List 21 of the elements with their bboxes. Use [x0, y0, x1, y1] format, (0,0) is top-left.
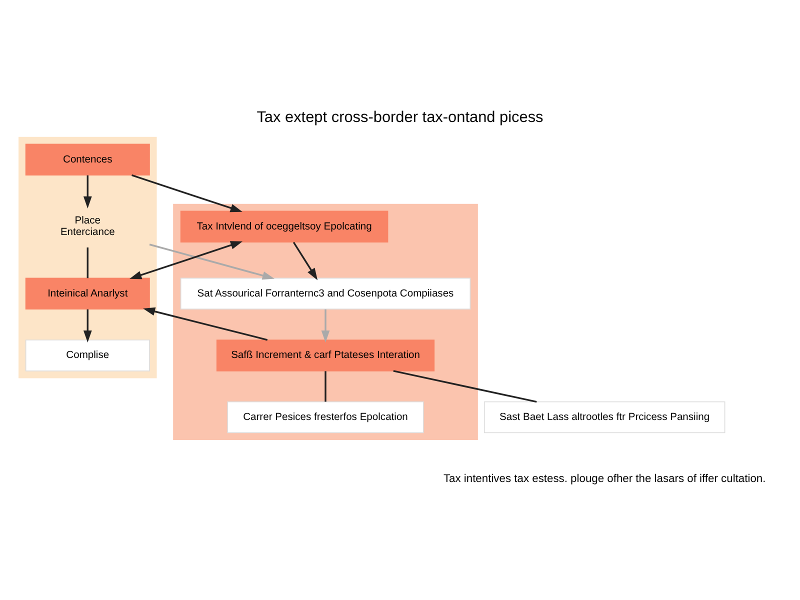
connector — [86, 246, 88, 278]
arrow — [130, 240, 243, 279]
node-box: Carrer Pesices fresterfos Epolcation — [227, 400, 424, 433]
diagram-title: Tax extept cross-border tax-ontand picess — [256, 108, 544, 126]
node-text: Place Enterciance — [60, 215, 115, 238]
arrow — [292, 241, 318, 280]
node-box: Inteinical Anarlyst — [25, 277, 150, 310]
arrow — [132, 174, 242, 212]
node-box: Sat Assourical Forranternc3 and Cosenpota Compiiases — [180, 277, 471, 310]
connector — [324, 370, 326, 402]
node-box: Tax Intvlend of oceggeltsoy Epolcating — [180, 210, 388, 242]
arrow — [143, 306, 268, 340]
caption: Tax intentives tax estess. plouge ofher the lasars of iffer cultation. — [443, 472, 766, 485]
node-box: Sast Baet Lass altrootles ftr Prcicess Pansiing — [484, 400, 726, 433]
arrow — [83, 174, 92, 208]
node-box: Contences — [25, 143, 150, 176]
connector — [393, 370, 537, 402]
node-box: Safß Increment & carf Ptateses Interation — [216, 339, 435, 371]
arrow — [83, 308, 92, 342]
arrow — [321, 308, 330, 342]
node-box: Complise — [25, 339, 150, 371]
